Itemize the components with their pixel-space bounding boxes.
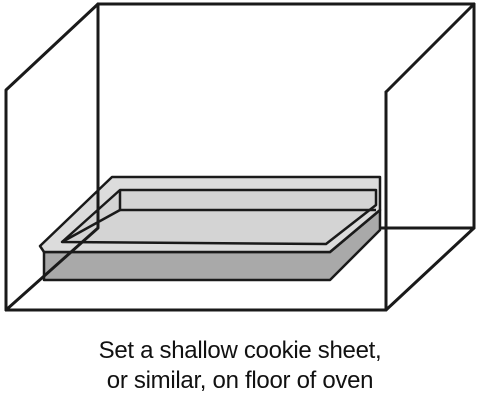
cookie-sheet <box>38 175 382 282</box>
oven-diagram <box>4 2 476 312</box>
cookie-sheet-inner <box>60 188 378 246</box>
oven-left-wall <box>4 2 100 312</box>
caption-line-1: Set a shallow cookie sheet, <box>98 337 382 364</box>
caption: Set a shallow cookie sheet, or similar, … <box>0 336 480 396</box>
caption-line-2: or similar, on floor of oven <box>106 367 374 394</box>
oven-right-top-edge <box>384 2 476 94</box>
